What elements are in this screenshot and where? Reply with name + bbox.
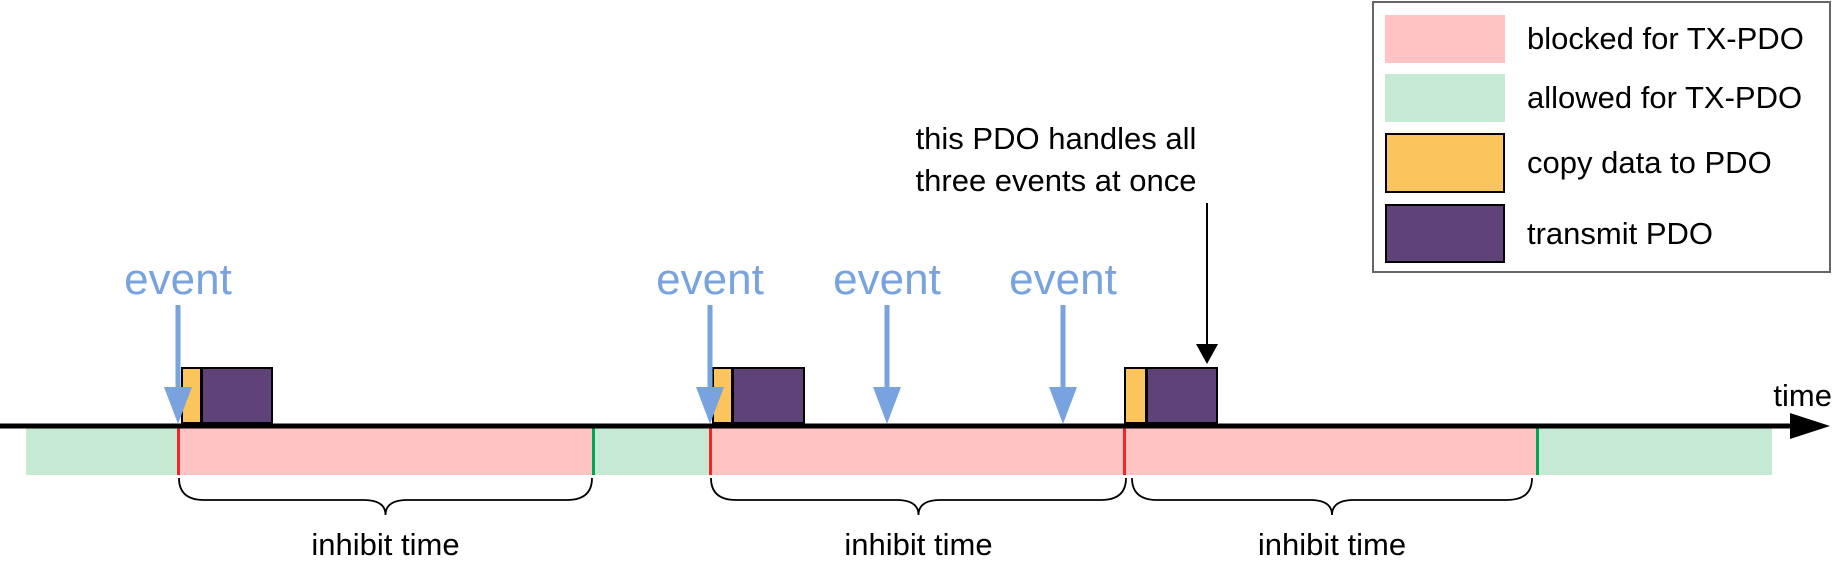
inhibit-time-label: inhibit time [844, 527, 993, 562]
transmit-pdo-block [732, 367, 805, 424]
divider-line [592, 428, 595, 475]
legend-item-label: blocked for TX-PDO [1527, 21, 1804, 56]
transmit-pdo-block [201, 367, 273, 424]
bar-segment-allowed [1537, 428, 1772, 475]
inhibit-time-label: inhibit time [311, 527, 460, 562]
annotation-text: this PDO handles all three events at onc… [900, 118, 1212, 202]
event-label: event [833, 255, 941, 304]
divider-line [177, 428, 180, 475]
bar-segment-blocked [178, 428, 593, 475]
transmit-pdo-block [1146, 367, 1218, 424]
legend-item: transmit PDO [1385, 204, 1829, 263]
annotation-arrow-head-icon [1196, 344, 1218, 364]
copy-data-block [712, 367, 733, 424]
copy-data-block [1124, 367, 1147, 424]
brace-icon [178, 477, 593, 516]
divider-line [709, 428, 712, 475]
brace-icon [710, 477, 1127, 516]
divider-line [1536, 428, 1539, 475]
legend-item-label: allowed for TX-PDO [1527, 80, 1803, 115]
legend-item-label: copy data to PDO [1527, 145, 1772, 180]
transmit-swatch-icon [1385, 204, 1505, 263]
allowed-swatch-icon [1385, 74, 1505, 122]
event-label: event [1009, 255, 1117, 304]
inhibit-time-label: inhibit time [1257, 527, 1407, 562]
bar-segment-allowed [593, 428, 710, 475]
legend-box: blocked for TX-PDO allowed for TX-PDO copy… [1372, 1, 1831, 273]
event-label: event [656, 255, 764, 304]
legend-item: blocked for TX-PDO [1385, 15, 1829, 63]
legend-item: allowed for TX-PDO [1385, 74, 1829, 122]
legend-item-label: transmit PDO [1527, 215, 1714, 251]
event-arrow-head-icon [1049, 387, 1077, 424]
annotation-line-2: three events at once [915, 163, 1197, 198]
time-axis-arrowhead-icon [1790, 413, 1830, 439]
blocked-swatch-icon [1385, 15, 1505, 63]
bar-segment-allowed [26, 428, 178, 475]
event-label: event [124, 255, 232, 304]
copy-data-block [181, 367, 202, 424]
legend-item: copy data to PDO [1385, 133, 1829, 193]
time-axis-label: time [1773, 378, 1832, 413]
annotation-line-1: this PDO handles all [915, 121, 1197, 156]
event-arrow-head-icon [873, 387, 901, 424]
divider-line [1123, 428, 1126, 475]
brace-icon [1131, 477, 1533, 516]
copy-swatch-icon [1385, 133, 1505, 193]
